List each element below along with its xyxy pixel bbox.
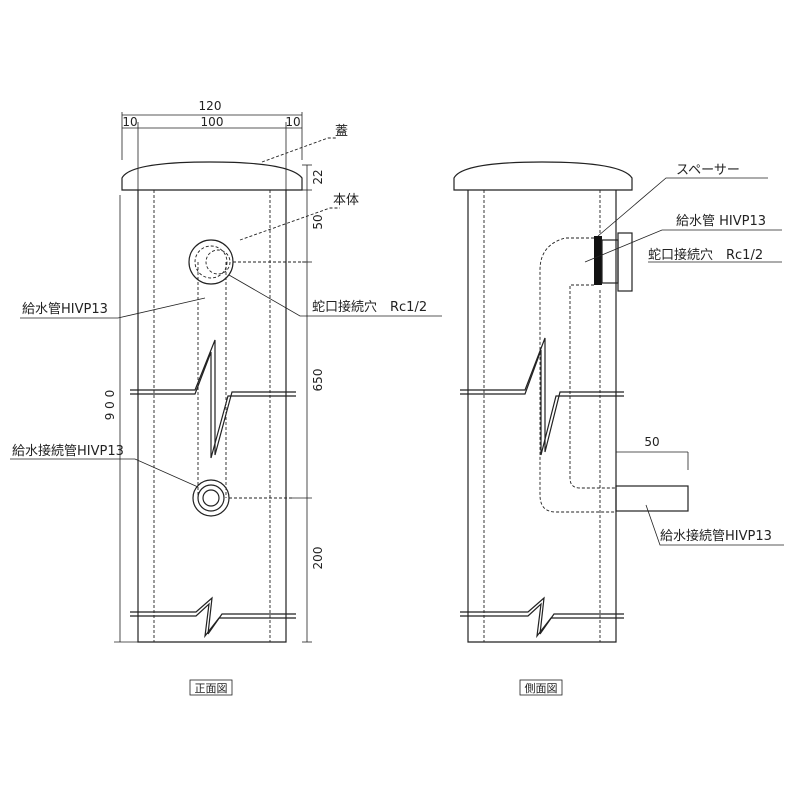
label-tap-hole-side: 蛇口接続穴 Rc1/2 [648,247,763,263]
label-tap-hole-front: 蛇口接続穴 Rc1/2 [312,299,427,315]
label-spacer: スペーサー [676,163,740,178]
spacer-bar [594,236,602,285]
dim-right-margin: 10 [285,115,300,129]
front-break-lower [130,596,296,639]
front-view: 120 10 100 10 22 50 650 200 9 0 0 蓋 本体 給… [10,99,442,696]
front-body-outline [137,190,287,643]
dim-hole-to-inlet: 650 [311,369,325,392]
caption-side: 側面図 [525,682,558,695]
side-internal-pipe [539,237,616,513]
front-break-upper [130,339,296,459]
dim-cap-to-hole: 50 [311,214,325,229]
dim-total-width: 120 [199,99,222,113]
dim-left-margin: 10 [122,115,137,129]
dim-inlet-length: 50 [644,435,659,449]
dim-inlet-to-bottom: 200 [311,547,325,570]
side-break-upper [460,337,624,456]
side-break-lower [460,596,624,639]
label-supply-pipe-side: 給水管 HIVP13 [676,214,766,229]
dim-cap-height: 22 [311,169,325,184]
label-inlet-pipe-side: 給水接続管HIVP13 [660,528,772,544]
caption-front: 正面図 [195,682,228,695]
dim-total-height: 9 0 0 [103,390,117,421]
label-lid: 蓋 [335,124,348,139]
side-body-outline [467,190,617,643]
front-cap [121,161,303,191]
side-view: 50 スペーサー 給水管 HIVP13 蛇口接続穴 Rc1/2 給水接続管HIV… [453,161,784,696]
label-body: 本体 [333,193,359,208]
label-supply-pipe-front: 給水管HIVP13 [22,302,108,317]
label-inlet-pipe-front: 給水接続管HIVP13 [12,443,124,459]
side-cap [453,161,633,191]
dim-inner-width: 100 [201,115,224,129]
inlet-pipe-side [615,485,689,512]
